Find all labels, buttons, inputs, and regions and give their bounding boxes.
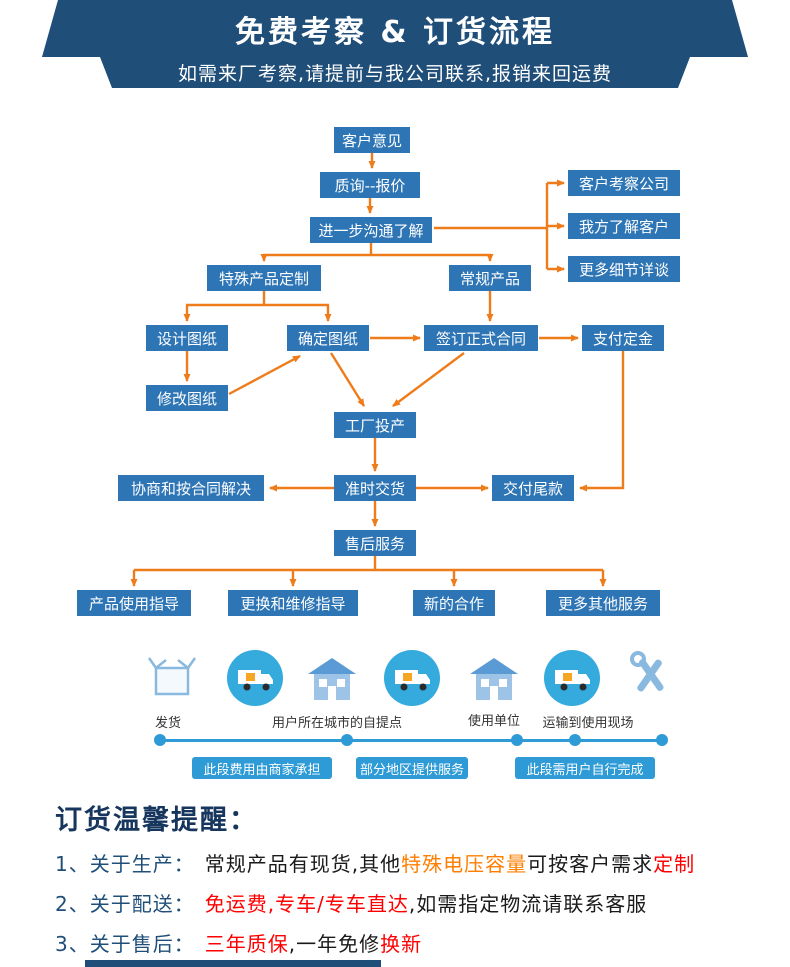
timeline-dot: [656, 734, 668, 746]
flow-node-more-services: 更多其他服务: [546, 590, 660, 616]
flow-node-custom-product: 特殊产品定制: [207, 265, 321, 291]
flow-node-more-details: 更多细节详谈: [568, 256, 680, 282]
reminder-item-aftersales: 3、关于售后： 三年质保,一年免修换新: [55, 928, 422, 957]
flow-node-client-visits-company: 客户考察公司: [568, 170, 680, 196]
reminder-item-delivery: 2、关于配送： 免运费,专车/专车直达,如需指定物流请联系客服: [55, 888, 647, 917]
reminder-highlight: 换新: [380, 932, 423, 956]
flow-node-pay-balance: 交付尾款: [492, 475, 574, 501]
flow-node-replacement-repair: 更换和维修指导: [228, 590, 358, 616]
segment-label-user-complete: 此段需用户自行完成: [515, 757, 655, 779]
flow-node-design-drawing: 设计图纸: [146, 325, 228, 351]
timeline-dot: [341, 734, 353, 746]
page-title: 免费考察 & 订货流程: [234, 14, 556, 50]
reminder-label: 1、关于生产：: [55, 852, 195, 876]
reminder-text: 常规产品有现货,其他: [204, 852, 402, 876]
timeline-dot: [154, 734, 166, 746]
flow-node-factory-production: 工厂投产: [334, 412, 416, 438]
flow-node-understand-client: 我方了解客户: [568, 213, 680, 239]
flow-node-after-sales: 售后服务: [334, 530, 416, 556]
house-icon: [306, 656, 358, 706]
segment-label-partial-area: 部分地区提供服务: [356, 757, 468, 779]
reminder-highlight: 特殊电压容量: [401, 852, 528, 876]
bottom-divider: [85, 960, 381, 967]
stage-label-shipping: 发货: [154, 716, 181, 731]
flow-node-confirm-drawing: 确定图纸: [287, 325, 369, 351]
flow-node-inquiry-quote: 质询--报价: [320, 172, 420, 198]
stage-label-transport-site: 运输到使用现场: [542, 716, 634, 731]
reminder-text: ,一年免修: [288, 932, 381, 956]
flow-node-usage-guidance: 产品使用指导: [77, 590, 191, 616]
flow-node-further-communication: 进一步沟通了解: [310, 217, 432, 243]
flow-node-negotiate-contract: 协商和按合同解决: [118, 475, 264, 501]
flow-node-sign-contract: 签订正式合同: [424, 325, 538, 351]
reminder-label: 3、关于售后：: [55, 932, 195, 956]
banner-subtitle-band: 如需来厂考察,请提前与我公司联系,报销来回运费: [100, 57, 690, 88]
house-icon: [468, 656, 520, 706]
flow-node-regular-product: 常规产品: [449, 265, 531, 291]
stage-label-user-unit: 使用单位: [467, 714, 520, 729]
truck-icon: [227, 650, 283, 710]
reminder-highlight: 免运费,专车/专车直达: [204, 892, 409, 916]
segment-label-seller-cost: 此段费用由商家承担: [192, 757, 332, 779]
reminder-label: 2、关于配送：: [55, 892, 195, 916]
package-icon: [146, 650, 198, 706]
timeline-dot: [511, 734, 523, 746]
truck-icon: [384, 650, 440, 710]
flow-node-modify-drawing: 修改图纸: [146, 385, 228, 411]
flow-node-customer-opinion: 客户意见: [334, 127, 410, 153]
banner-title-band: 免费考察 & 订货流程: [42, 0, 748, 57]
page-subtitle: 如需来厂考察,请提前与我公司联系,报销来回运费: [177, 63, 613, 85]
tools-icon: [624, 648, 676, 704]
flow-node-pay-deposit: 支付定金: [582, 325, 664, 351]
flow-node-new-cooperation: 新的合作: [413, 590, 495, 616]
reminder-title: 订货温馨提醒：: [55, 805, 258, 836]
flow-node-on-time-delivery: 准时交货: [334, 475, 416, 501]
reminder-highlight: 定制: [653, 852, 696, 876]
reminder-highlight: 三年质保: [204, 932, 289, 956]
stage-label-pickup-point: 用户所在城市的自提点: [271, 716, 402, 731]
reminder-item-production: 1、关于生产： 常规产品有现货,其他特殊电压容量可按客户需求定制: [55, 848, 695, 877]
reminder-text: ,如需指定物流请联系客服: [408, 892, 648, 916]
truck-icon: [544, 650, 600, 710]
reminder-text: 可按客户需求: [527, 852, 654, 876]
timeline-dot: [569, 734, 581, 746]
timeline: [158, 739, 664, 742]
